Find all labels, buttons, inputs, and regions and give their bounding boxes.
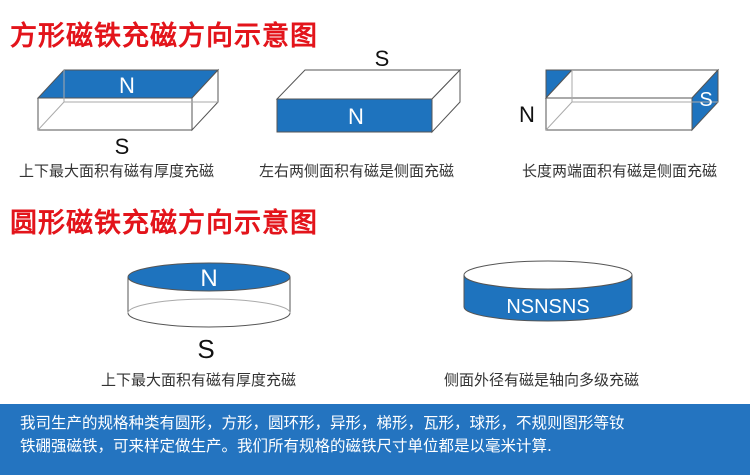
pole-label-n: N [519,102,535,127]
caption-rect-3: 长度两端面积有磁是侧面充磁 [522,162,718,180]
pole-label-s: S [197,334,214,364]
rect-magnet-front-face: S N [275,46,462,134]
pole-label-multipole: NSNSNS [506,296,589,318]
caption-round-2: 侧面外径有磁是轴向多级充磁 [444,371,640,389]
pole-label-n: N [119,73,135,98]
disc-magnet-multipole: NSNSNS [463,260,633,322]
rect-magnet-top-face: N S [36,68,220,159]
rect-magnet-end-faces: N S [519,68,720,132]
pole-label-s: S [115,134,130,159]
pole-label-n: N [348,104,364,129]
magnet-side-face [431,68,461,134]
magnet-top-face [275,69,462,100]
caption-round-1: 上下最大面积有磁有厚度充磁 [101,371,297,389]
footer-note: 我司生产的规格种类有圆形，方形，圆环形，异形，梯形，瓦形，球形，不规则图形等钕 … [0,404,750,475]
magnet-front-face [545,97,693,131]
disc-top-face [463,260,633,290]
footer-line-2: 铁硼强磁铁，可来样定做生产。我们所有规格的磁铁尺寸单位都是以毫米计算. [20,437,552,455]
footer-line-1: 我司生产的规格种类有圆形，方形，圆环形，异形，梯形，瓦形，球形，不规则图形等钕 [20,414,625,432]
caption-rect-1: 上下最大面积有磁有厚度充磁 [19,162,215,180]
section-title-round: 圆形磁铁充磁方向示意图 [10,208,318,239]
caption-rect-2: 左右两侧面积有磁是侧面充磁 [259,162,455,180]
pole-label-n: N [200,265,217,292]
disc-top-face-n [127,262,291,292]
section-title-rect: 方形磁铁充磁方向示意图 [10,21,318,52]
disc-magnet-axial: N S [127,262,291,364]
magnet-front-face [37,97,193,131]
pole-label-s: S [375,46,390,71]
pole-label-s: S [699,89,712,111]
